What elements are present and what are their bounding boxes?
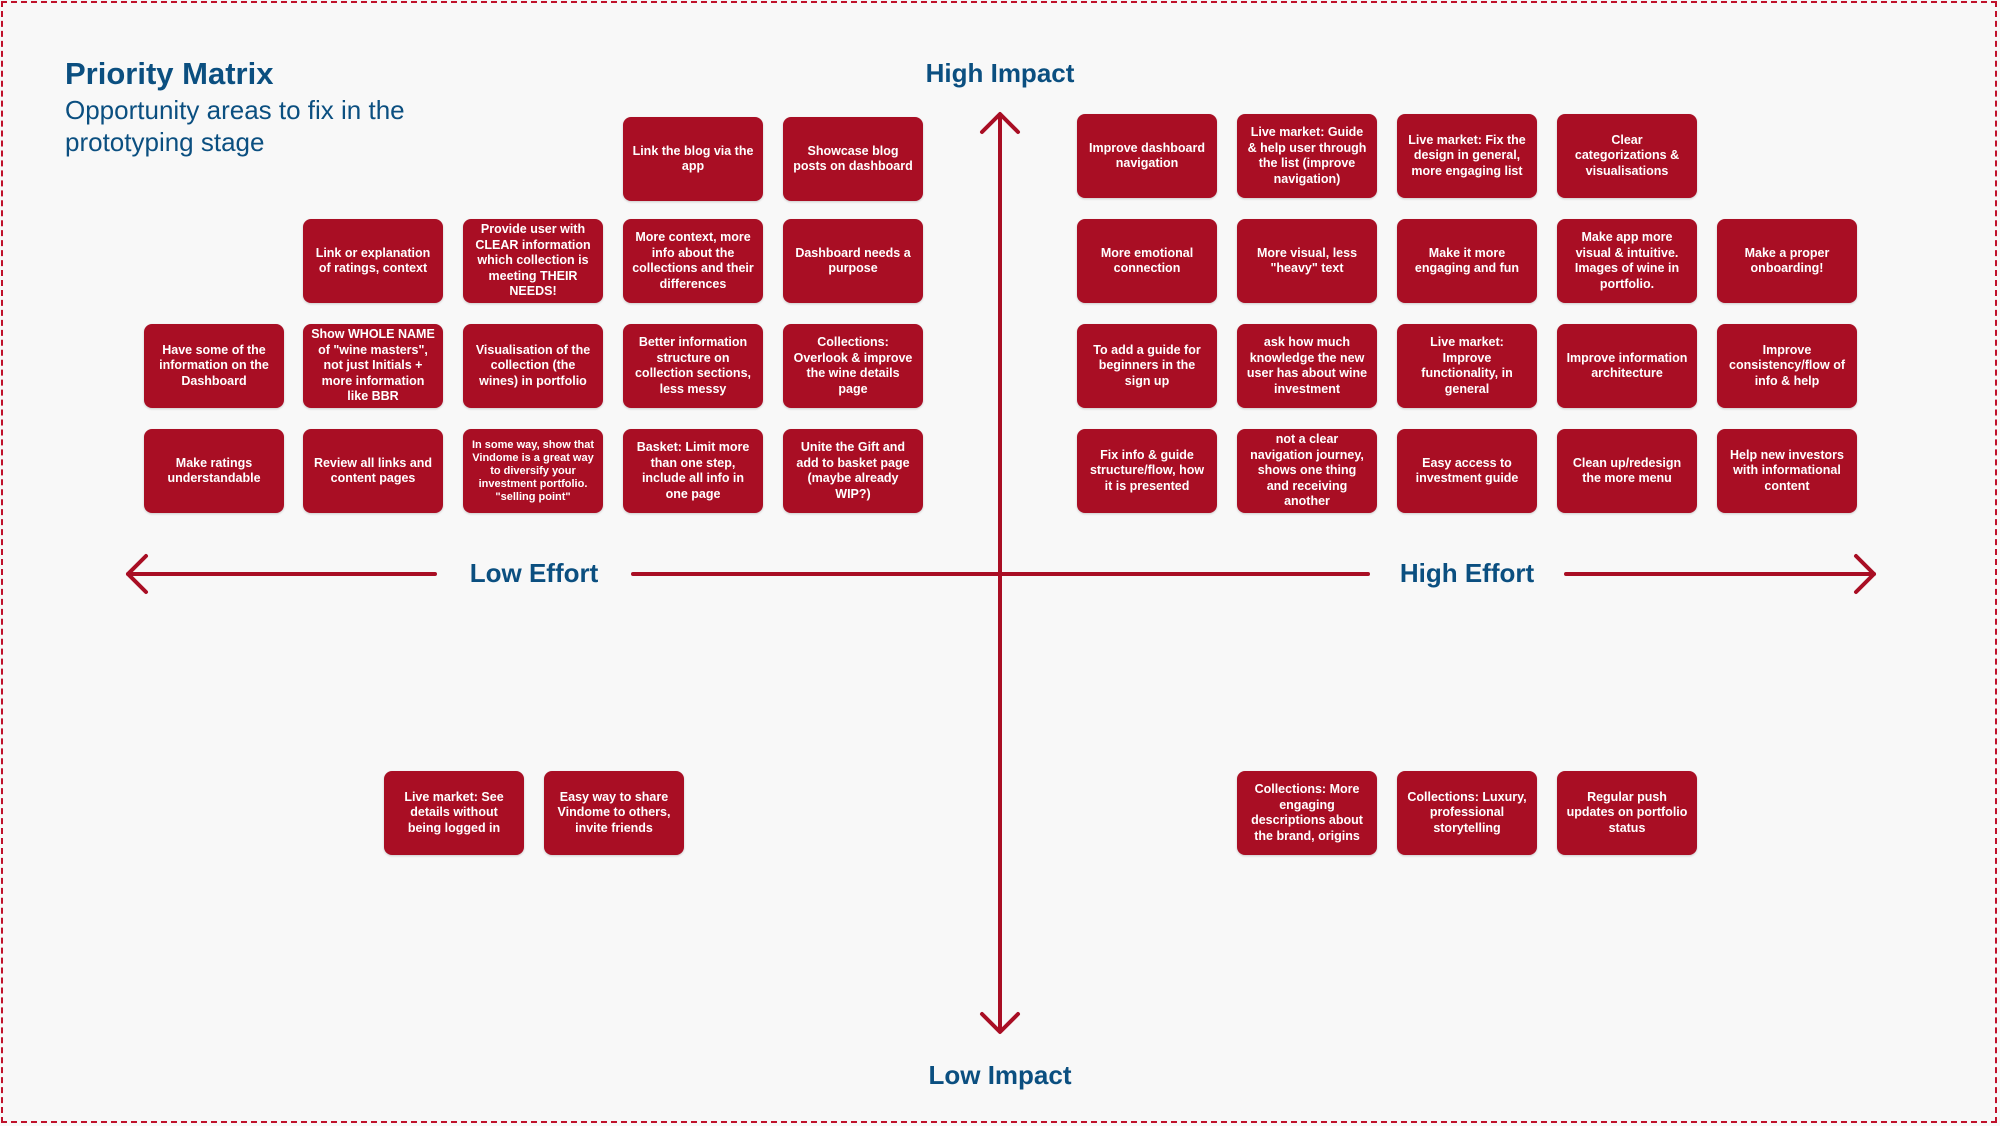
sticky-note: Easy way to share Vindome to others, inv… [544, 771, 684, 855]
axis-label-high-effort: High Effort [1399, 558, 1535, 588]
arrow-down-icon [980, 1012, 1020, 1034]
sticky-note: Clear categorizations & visualisations [1557, 114, 1697, 198]
sticky-note: Live market: See details without being l… [384, 771, 524, 855]
arrow-up-icon [980, 112, 1020, 134]
sticky-note: Live market: Improve functionality, in g… [1397, 324, 1537, 408]
sticky-note: Make a proper onboarding! [1717, 219, 1857, 303]
page-title: Priority Matrix [65, 56, 274, 91]
axis-label-high-impact: High Impact [925, 58, 1075, 88]
sticky-note: Live market: Guide & help user through t… [1237, 114, 1377, 198]
sticky-note: Link the blog via the app [623, 117, 763, 201]
sticky-note: Collections: Luxury, professional storyt… [1397, 771, 1537, 855]
sticky-note: Have some of the information on the Dash… [144, 324, 284, 408]
sticky-note: Improve consistency/flow of info & help [1717, 324, 1857, 408]
sticky-note: Improve information architecture [1557, 324, 1697, 408]
sticky-note: Visualisation of the collection (the win… [463, 324, 603, 408]
sticky-note: Showcase blog posts on dashboard [783, 117, 923, 201]
sticky-note: Make it more engaging and fun [1397, 219, 1537, 303]
sticky-note: Show WHOLE NAME of "wine masters", not j… [303, 324, 443, 408]
sticky-note: Collections: More engaging descriptions … [1237, 771, 1377, 855]
sticky-note: Easy access to investment guide [1397, 429, 1537, 513]
sticky-note: In some way, show that Vindome is a grea… [463, 429, 603, 513]
arrow-right-icon [1854, 554, 1876, 594]
sticky-note: Basket: Limit more than one step, includ… [623, 429, 763, 513]
sticky-note: More visual, less "heavy" text [1237, 219, 1377, 303]
sticky-note: Live market: Fix the design in general, … [1397, 114, 1537, 198]
sticky-note: Make app more visual & intuitive. Images… [1557, 219, 1697, 303]
sticky-note: ask how much knowledge the new user has … [1237, 324, 1377, 408]
sticky-note: To add a guide for beginners in the sign… [1077, 324, 1217, 408]
sticky-note: Help new investors with informational co… [1717, 429, 1857, 513]
sticky-note: Make ratings understandable [144, 429, 284, 513]
sticky-note: Dashboard needs a purpose [783, 219, 923, 303]
page-subtitle: Opportunity areas to fix in the prototyp… [65, 95, 405, 157]
arrow-left-icon [126, 554, 148, 594]
sticky-note: Regular push updates on portfolio status [1557, 771, 1697, 855]
sticky-note: Provide user with CLEAR information whic… [463, 219, 603, 303]
sticky-note: More emotional connection [1077, 219, 1217, 303]
axis-label-low-impact: Low Impact [928, 1060, 1072, 1090]
sticky-note: Collections: Overlook & improve the wine… [783, 324, 923, 408]
sticky-note: Review all links and content pages [303, 429, 443, 513]
sticky-note: Better information structure on collecti… [623, 324, 763, 408]
sticky-note: Unite the Gift and add to basket page (m… [783, 429, 923, 513]
sticky-note: More context, more info about the collec… [623, 219, 763, 303]
sticky-note: Link or explanation of ratings, context [303, 219, 443, 303]
sticky-note: Improve dashboard navigation [1077, 114, 1217, 198]
sticky-note: not a clear navigation journey, shows on… [1237, 429, 1377, 513]
axis-label-low-effort: Low Effort [469, 558, 599, 588]
sticky-note: Clean up/redesign the more menu [1557, 429, 1697, 513]
sticky-note: Fix info & guide structure/flow, how it … [1077, 429, 1217, 513]
